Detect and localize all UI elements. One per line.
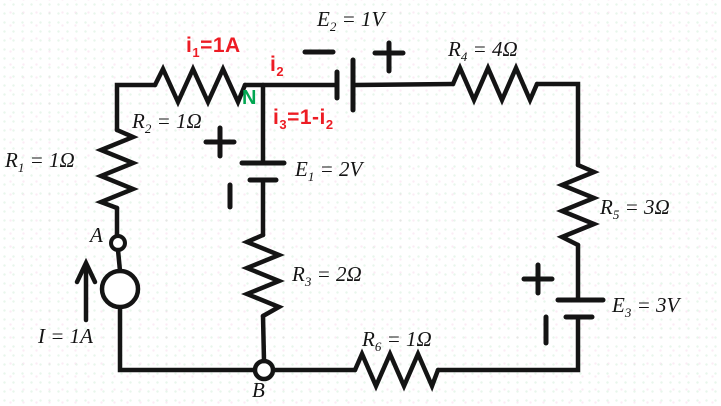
current-arrow-head-icon [74, 257, 98, 285]
label-r4-value: = 4Ω [467, 37, 518, 61]
label-current-i3: i3=1-i2 [273, 106, 334, 133]
label-i1-value: =1A [200, 34, 241, 57]
label-r5-symbol: R [600, 195, 613, 219]
label-r1-subscript: 1 [17, 160, 25, 176]
node-b-terminal [252, 358, 276, 382]
label-r6-value: = 1Ω [381, 327, 432, 351]
label-e3: E3 = 3V [612, 293, 680, 319]
label-e3-subscript: 3 [624, 305, 632, 321]
label-r6-subscript: 6 [374, 339, 382, 355]
resistor-r3 [241, 232, 285, 319]
label-r2-symbol: R [132, 109, 145, 133]
wire-r3-to-node-b [260, 313, 267, 364]
label-r4: R4 = 4Ω [448, 37, 518, 63]
label-i3-symbol: i [273, 106, 280, 129]
label-r4-symbol: R [448, 37, 461, 61]
label-r5-value: = 3Ω [619, 195, 670, 219]
label-r5-subscript: 5 [612, 207, 620, 223]
label-e3-value: = 3V [631, 293, 680, 317]
resistor-r6 [352, 348, 441, 392]
resistor-r1 [94, 127, 139, 211]
label-r1-symbol: R [5, 148, 18, 172]
label-r5: R5 = 3Ω [600, 195, 670, 221]
label-i3-expression: =1-i [287, 106, 326, 129]
label-r1: R1 = 1Ω [5, 148, 75, 174]
resistor-r5 [556, 162, 600, 248]
label-r3-value: = 2Ω [311, 262, 362, 286]
label-r3-subscript: 3 [304, 274, 312, 290]
label-current-source: I = 1A [38, 325, 93, 347]
label-node-b: B [252, 378, 265, 402]
wire-bottom-left-corner [117, 304, 258, 373]
label-e1: E1 = 2V [295, 157, 363, 183]
label-r4-subscript: 4 [460, 49, 468, 65]
wire-top-left-corner [114, 82, 158, 133]
label-r6-symbol: R [362, 327, 375, 351]
resistor-r2 [152, 63, 248, 108]
label-r3: R3 = 2Ω [292, 262, 362, 288]
label-current-source-value: = 1A [45, 324, 93, 348]
label-e1-subscript: 1 [307, 169, 315, 185]
label-current-i2: i2 [270, 53, 285, 80]
label-e1-value: = 2V [314, 157, 363, 181]
label-e2: E2 = 1V [317, 7, 385, 33]
current-source-circle [99, 268, 141, 310]
wire-top-right-corner [534, 81, 581, 168]
label-node-n: N [242, 87, 257, 109]
wire-node-a-to-source [115, 247, 123, 274]
label-r2: R2 = 1Ω [132, 109, 202, 135]
label-e1-symbol: E [295, 157, 308, 181]
resistor-r4 [450, 62, 540, 106]
label-i2-subscript: 2 [276, 64, 285, 80]
label-i1-subscript: 1 [192, 45, 201, 61]
label-e2-subscript: 2 [329, 19, 337, 35]
label-r1-value: = 1Ω [24, 148, 75, 172]
label-e2-symbol: E [317, 7, 330, 31]
label-r3-symbol: R [292, 262, 305, 286]
label-r2-value: = 1Ω [151, 109, 202, 133]
label-r6: R6 = 1Ω [362, 327, 432, 353]
label-e2-value: = 1V [336, 7, 385, 31]
label-i3-expression-subscript: 2 [325, 117, 334, 133]
label-r2-subscript: 2 [144, 121, 152, 137]
wire-bottom-right-corner [435, 316, 581, 373]
label-i3-subscript: 3 [279, 117, 288, 133]
label-node-a: A [90, 223, 103, 247]
label-e3-symbol: E [612, 293, 625, 317]
label-i2-symbol: i [270, 53, 277, 76]
label-current-i1: i1=1A [186, 34, 241, 61]
label-i1-symbol: i [186, 34, 193, 57]
label-current-source-symbol: I [38, 324, 45, 348]
wire-e2-to-r4 [352, 81, 456, 88]
